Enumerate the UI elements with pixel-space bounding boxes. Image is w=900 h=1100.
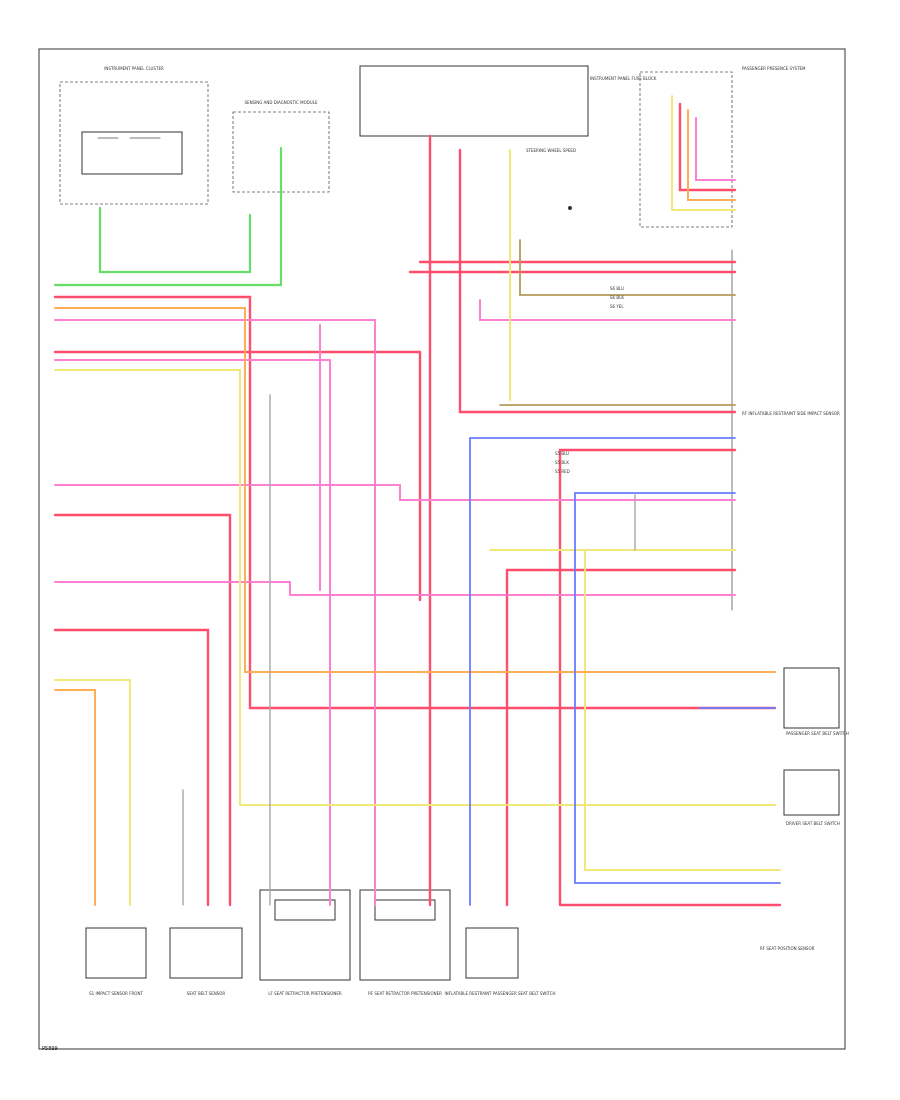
bottom-component-4: RF SEAT RETRACTOR PRETENSIONER bbox=[359, 889, 451, 996]
wiring-gray bbox=[182, 394, 636, 906]
s1-label: S1 IMPACT SENSOR FRONT bbox=[89, 991, 143, 996]
wiring-blue bbox=[469, 437, 781, 906]
s4-label: RF SEAT RETRACTOR PRETENSIONER bbox=[368, 991, 442, 996]
splice-label-2: S5 BLK bbox=[555, 460, 569, 465]
r4-label: RF SEAT POSITION SENSOR bbox=[760, 946, 815, 951]
passenger-seat-belt-switch: PASSENGER SEAT BELT SWITCH bbox=[783, 667, 849, 736]
s3-label: LF SEAT RETRACTOR PRETENSIONER bbox=[268, 991, 342, 996]
steering-wheel-speed: STEERING WHEEL SPEED bbox=[526, 148, 576, 210]
fuse-block: INSTRUMENT PANEL FUSE BLOCK bbox=[359, 65, 657, 137]
wiring-pink bbox=[54, 299, 736, 906]
bottom-component-3: LF SEAT RETRACTOR PRETENSIONER bbox=[259, 889, 351, 996]
splice-label-3: S5 RED bbox=[555, 469, 570, 474]
pps-label: PASSENGER PRESENCE SYSTEM bbox=[742, 66, 806, 71]
splice-label-4: S6 BLU bbox=[610, 286, 624, 291]
driver-seat-belt-switch: DRIVER SEAT BELT SWITCH bbox=[783, 769, 840, 826]
passenger-presence-system: PASSENGER PRESENCE SYSTEM bbox=[639, 66, 806, 228]
wiring-pps-inner bbox=[671, 95, 737, 211]
bottom-component-1: S1 IMPACT SENSOR FRONT bbox=[85, 927, 147, 996]
splice-label-1: S5 BLU bbox=[555, 451, 569, 456]
right-connector-column: RF INFLATABLE RESTRAINT SIDE IMPACT SENS… bbox=[731, 249, 840, 611]
wiring-yellow bbox=[54, 149, 781, 906]
instrument-panel-cluster: INSTRUMENT PANEL CLUSTER bbox=[59, 66, 209, 205]
wiring-red bbox=[53, 134, 782, 907]
ipc-label: INSTRUMENT PANEL CLUSTER bbox=[104, 66, 164, 71]
diagram-code: P5899 bbox=[42, 1046, 58, 1052]
r1-label: RF INFLATABLE RESTRAINT SIDE IMPACT SENS… bbox=[742, 411, 840, 416]
spb-label: STEERING WHEEL SPEED bbox=[526, 148, 576, 153]
splice-label-6: S6 YEL bbox=[610, 304, 624, 309]
bottom-component-2: SEAT BELT SENSOR bbox=[169, 927, 243, 996]
diagram-frame bbox=[38, 48, 846, 1050]
bottom-component-5: INFLATABLE RESTRAINT PASSENGER SEAT BELT… bbox=[444, 927, 556, 996]
wiring-orange bbox=[54, 307, 776, 906]
wiring-green bbox=[53, 146, 283, 287]
sdm-label: SENSING AND DIAGNOSTIC MODULE bbox=[245, 100, 318, 105]
splice-label-5: S6 BLK bbox=[610, 295, 624, 300]
s2-label: SEAT BELT SENSOR bbox=[187, 991, 226, 996]
sensing-diagnostic-module-top: SENSING AND DIAGNOSTIC MODULE bbox=[232, 100, 330, 193]
wiring-olive bbox=[499, 239, 736, 406]
s5-label: INFLATABLE RESTRAINT PASSENGER SEAT BELT… bbox=[444, 991, 555, 996]
r3-label: DRIVER SEAT BELT SWITCH bbox=[786, 821, 840, 826]
r2-label: PASSENGER SEAT BELT SWITCH bbox=[786, 731, 849, 736]
fuse-label: INSTRUMENT PANEL FUSE BLOCK bbox=[590, 76, 657, 81]
